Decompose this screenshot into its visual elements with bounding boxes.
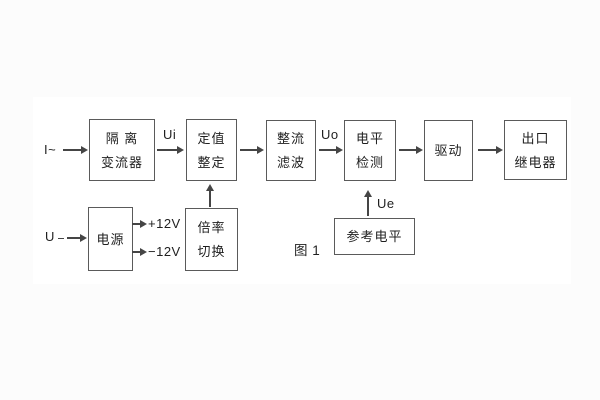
signal-ui-label: Ui xyxy=(163,127,177,142)
diagram-canvas: 隔 离 变流器 定值 整定 整流 滤波 电平 检测 驱动 出口 继电器 电源 倍… xyxy=(33,97,571,284)
signal-pos12-label: +12V xyxy=(148,216,181,231)
block-setting-line2: 整定 xyxy=(197,154,226,170)
block-relay-line2: 继电器 xyxy=(514,154,557,170)
signal-neg12-label: −12V xyxy=(148,244,181,259)
block-level-line2: 检测 xyxy=(355,155,384,170)
block-power-label: 电源 xyxy=(96,231,125,247)
block-rectifier-filter: 整流 滤波 xyxy=(266,120,316,181)
figure-caption: 图 1 xyxy=(294,243,321,258)
signal-uo-label: Uo xyxy=(321,127,339,142)
block-setting-adjust: 定值 整定 xyxy=(186,119,237,181)
block-level-detect: 电平 检测 xyxy=(344,120,396,181)
block-relay-line1: 出口 xyxy=(521,130,550,146)
block-drive-label: 驱动 xyxy=(434,143,463,158)
block-ratio-switch: 倍率 切换 xyxy=(185,208,238,271)
block-drive: 驱动 xyxy=(424,120,473,181)
block-reference-label: 参考电平 xyxy=(346,229,403,244)
block-ratio-line2: 切换 xyxy=(197,244,226,259)
input-current-label: I~ xyxy=(44,142,57,157)
block-isolation-line2: 变流器 xyxy=(100,154,143,170)
block-isolation-line1: 隔 离 xyxy=(105,130,139,146)
block-ratio-line1: 倍率 xyxy=(197,220,226,235)
signal-ue-label: Ue xyxy=(377,196,395,211)
block-reference-level: 参考电平 xyxy=(334,218,415,255)
block-setting-line1: 定值 xyxy=(197,130,226,146)
block-isolation-transformer: 隔 离 变流器 xyxy=(89,119,155,181)
input-voltage-label: U xyxy=(45,229,55,244)
u-input-dash xyxy=(58,237,64,239)
block-rectifier-line2: 滤波 xyxy=(276,155,305,170)
block-rectifier-line1: 整流 xyxy=(276,131,305,146)
block-level-line1: 电平 xyxy=(355,131,384,146)
block-output-relay: 出口 继电器 xyxy=(504,120,567,180)
block-power-supply: 电源 xyxy=(88,207,133,271)
